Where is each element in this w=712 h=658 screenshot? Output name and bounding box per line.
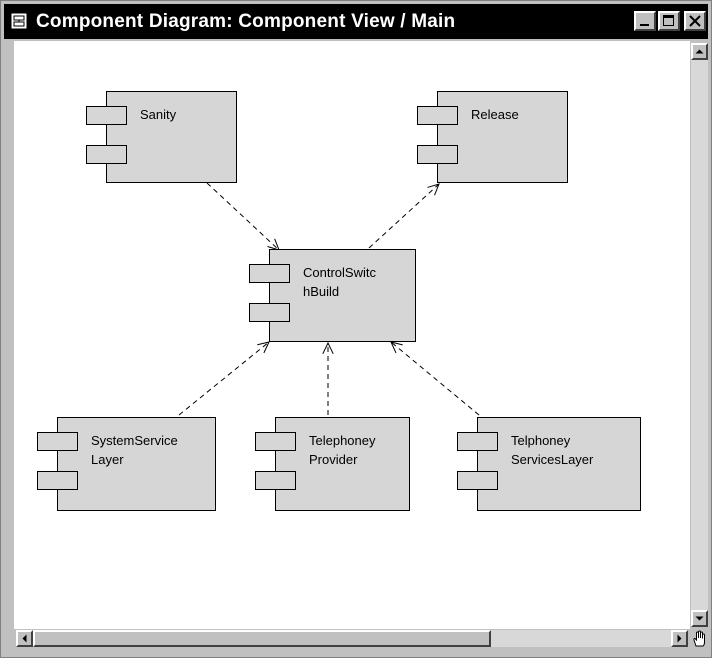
title-bar[interactable]: Component Diagram: Component View / Main xyxy=(4,4,708,39)
component-port-lower xyxy=(86,145,127,164)
component-port-lower xyxy=(255,471,296,490)
component-port-upper xyxy=(37,432,78,451)
dependency-telphoneyserviceslayer-to-controlswitchbuild[interactable] xyxy=(390,341,480,416)
horizontal-scroll-track[interactable] xyxy=(491,630,671,647)
component-label: Telephoney xyxy=(309,433,376,448)
minimize-button[interactable] xyxy=(634,11,656,31)
component-port-lower xyxy=(249,303,290,322)
component-port-upper xyxy=(457,432,498,451)
dependency-telephoneyprovider-to-controlswitchbuild[interactable] xyxy=(322,341,334,415)
component-port-upper xyxy=(255,432,296,451)
component-label: Release xyxy=(471,107,519,122)
maximize-button[interactable] xyxy=(658,11,680,31)
maximize-icon xyxy=(663,15,674,26)
component-label: ServicesLayer xyxy=(511,452,594,467)
component-release[interactable]: Release xyxy=(417,91,568,183)
dependency-arrowhead xyxy=(257,341,270,354)
close-icon xyxy=(688,14,702,33)
dependency-arrowhead xyxy=(322,341,334,355)
vertical-scrollbar[interactable] xyxy=(690,41,709,629)
component-port-lower xyxy=(457,471,498,490)
component-label: SystemService xyxy=(91,433,178,448)
component-sanity[interactable]: Sanity xyxy=(86,91,237,183)
component-controlswitchbuild[interactable]: ControlSwitc hBuild xyxy=(249,249,416,342)
diagram-icon xyxy=(10,12,28,30)
dependency-controlswitchbuild-to-release[interactable] xyxy=(368,183,440,249)
arrow-left-icon xyxy=(22,634,27,643)
window-title: Component Diagram: Component View / Main xyxy=(36,11,456,32)
dependency-arrowhead xyxy=(427,183,440,196)
horizontal-scrollbar[interactable] xyxy=(14,629,690,648)
component-label: hBuild xyxy=(303,284,339,299)
dependency-sanity-to-controlswitchbuild[interactable] xyxy=(206,182,280,251)
component-port-upper xyxy=(249,264,290,283)
component-port-upper xyxy=(86,106,127,125)
arrow-up-icon xyxy=(695,49,704,54)
component-body xyxy=(477,417,641,511)
hand-pan-icon xyxy=(693,630,705,647)
scroll-right-button[interactable] xyxy=(671,630,688,647)
arrow-right-icon xyxy=(677,634,682,643)
component-port-lower xyxy=(37,471,78,490)
close-button[interactable] xyxy=(684,11,706,31)
scroll-down-button[interactable] xyxy=(691,610,708,627)
component-body xyxy=(106,91,237,183)
arrow-down-icon xyxy=(695,616,704,621)
component-body xyxy=(57,417,216,511)
component-port-lower xyxy=(417,145,458,164)
minimize-icon xyxy=(640,24,649,26)
component-label: Layer xyxy=(91,452,124,467)
scroll-up-button[interactable] xyxy=(691,43,708,60)
component-body xyxy=(269,249,416,342)
dependency-systemservicelayer-to-controlswitchbuild[interactable] xyxy=(178,341,270,416)
component-label: Sanity xyxy=(140,107,177,122)
vertical-scroll-track[interactable] xyxy=(691,60,708,610)
component-label: ControlSwitc xyxy=(303,265,376,280)
component-label: Provider xyxy=(309,452,358,467)
pan-corner[interactable] xyxy=(690,629,709,648)
horizontal-scroll-thumb[interactable] xyxy=(33,630,491,647)
scroll-left-button[interactable] xyxy=(16,630,33,647)
component-body xyxy=(275,417,410,511)
component-port-upper xyxy=(417,106,458,125)
component-body xyxy=(437,91,568,183)
component-label: Telphoney xyxy=(511,433,571,448)
